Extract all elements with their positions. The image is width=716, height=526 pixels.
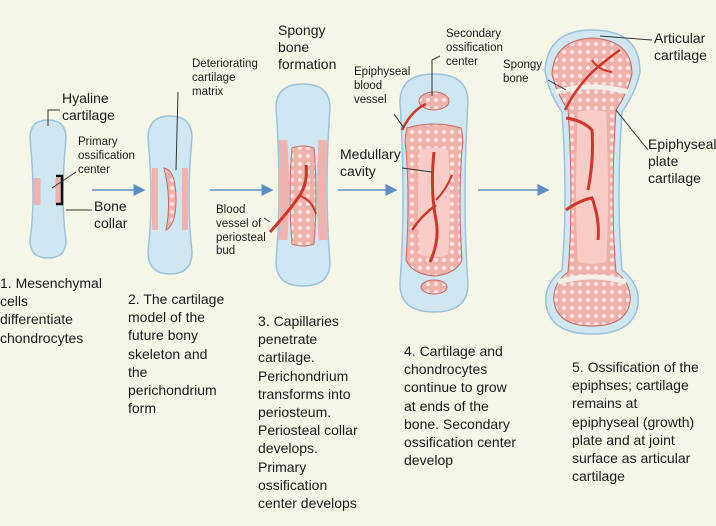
stage-2-cartilage-model [148,116,192,274]
step-caption-3: 3. Capillaries penetrate cartilage. Peri… [258,312,358,512]
step-caption-1: 1. Mesenchymal cells differentiate chond… [0,274,102,347]
label-spongy-bone-formation: Spongy bone formation [278,22,336,72]
stage-3-cartilage-model [270,84,330,286]
label-epiphyseal-blood-vessel: Epiphyseal blood vessel [354,66,410,107]
label-bone-collar: Bone collar [94,198,127,232]
step-caption-2: 2. The cartilage model of the future bon… [128,290,224,417]
label-spongy-bone: Spongy bone [503,59,542,87]
step-caption-4: 4. Cartilage and chondrocytes continue t… [404,342,516,469]
label-secondary-ossification-center: Secondary ossification center [446,28,503,69]
label-blood-vessel-periosteal-bud: Blood vessel of periosteal bud [216,204,266,259]
label-primary-ossification-center: Primary ossification center [78,136,135,177]
label-medullary-cavity: Medullary cavity [340,146,401,180]
step-caption-5: 5. Ossification of the epiphses; cartila… [572,358,699,485]
label-deteriorating-cartilage-matrix: Deteriorating cartilage matrix [192,58,258,99]
label-hyaline-cartilage: Hyaline cartilage [62,90,115,124]
stage-4-developing-bone [400,74,468,312]
stage-1-cartilage-model [30,120,66,258]
label-articular-cartilage: Articular cartilage [654,30,707,64]
stage-5-mature-bone [545,30,640,334]
label-epiphyseal-plate-cartilage: Epiphyseal plate cartilage [648,136,716,186]
